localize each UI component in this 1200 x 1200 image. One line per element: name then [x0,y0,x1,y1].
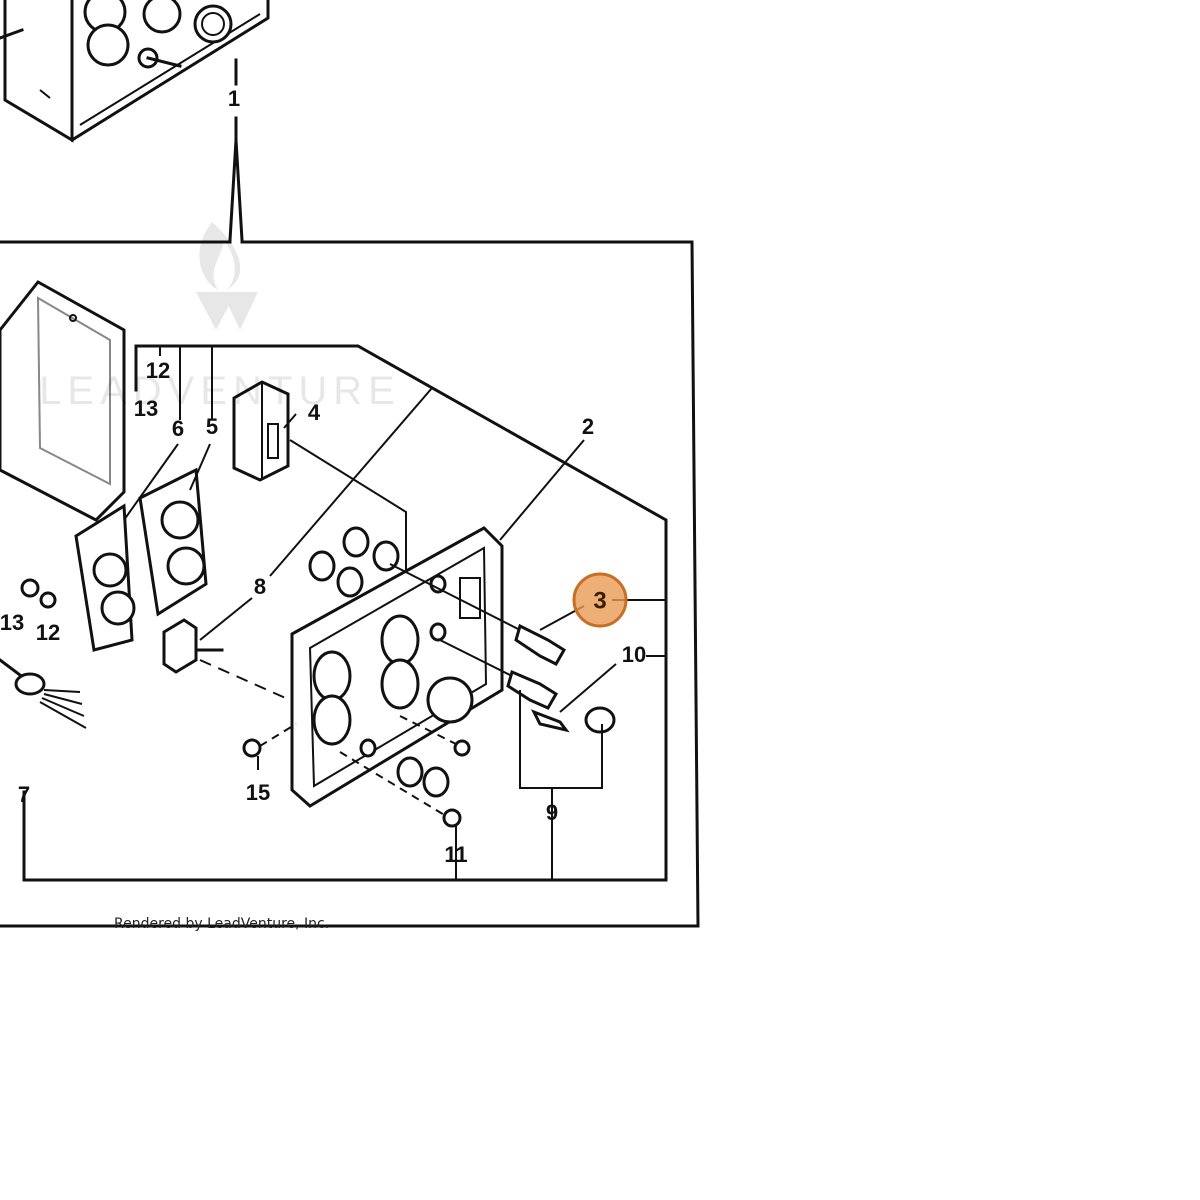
switch-4 [232,380,290,482]
callout-13-left[interactable]: 13 [0,610,24,635]
toggle-8 [162,618,291,701]
screw-15 [242,723,297,758]
left-enclosure [0,280,126,522]
highlight-marker[interactable] [572,572,628,628]
grommets [308,526,450,798]
pilot-lamp-3 [389,563,567,666]
callout-11[interactable]: 11 [444,842,467,867]
render-credit: Rendered by LeadVenture, Inc. [114,916,329,932]
leader-lines [23,346,666,880]
leader-1-branch [228,116,244,242]
callout-10[interactable]: 10 [622,642,646,667]
callout-1[interactable]: 1 [228,86,240,111]
callout-12-top[interactable]: 12 [146,358,170,383]
nut-13b [20,578,40,598]
screw-11 [339,715,471,828]
callout-7[interactable]: 7 [18,782,30,807]
callout-15[interactable]: 15 [246,780,270,805]
receptacle-6 [74,503,136,652]
callout-9[interactable]: 9 [546,800,558,825]
cord-7 [0,658,87,729]
callout-8[interactable]: 8 [254,574,266,599]
fuse-holder-9 [439,639,616,734]
callout-3[interactable]: 3 [593,587,606,614]
callout-5[interactable]: 5 [206,414,218,439]
callout-6[interactable]: 6 [172,416,184,441]
callout-4[interactable]: 4 [308,400,321,425]
callout-13-top[interactable]: 13 [134,396,158,421]
receptacle-5 [138,467,208,617]
front-panel-2 [290,526,504,808]
callout-2[interactable]: 2 [582,414,594,439]
washer-12b [39,591,57,609]
watermark-logo [196,222,258,330]
watermark-text: LEADVENTURE [39,369,401,413]
top-assembly-box [0,0,270,143]
callout-12-left[interactable]: 12 [36,620,60,645]
main-frame [0,240,700,928]
